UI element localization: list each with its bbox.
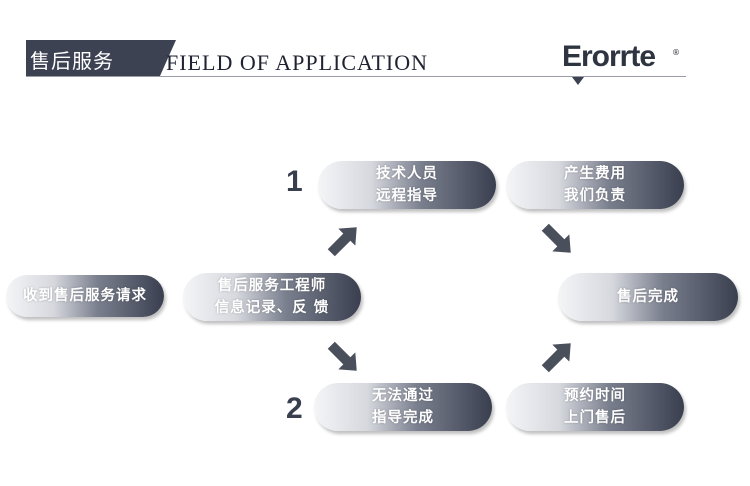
arrow-down-right-icon — [327, 341, 357, 371]
step-number-2: 2 — [286, 392, 303, 425]
arrow-up-right-icon — [327, 227, 357, 257]
arrow-up-right-icon — [541, 343, 571, 373]
node-fail-guidance: 无法通过 指导完成 — [314, 383, 492, 431]
node-fail-line2: 指导完成 — [372, 409, 434, 426]
node-cost-line1: 产生费用 — [564, 165, 626, 182]
step-number-1: 1 — [286, 165, 303, 198]
node-onsite-visit: 预约时间 上门售后 — [506, 383, 684, 431]
node-engineer-line1: 售后服务工程师 — [217, 277, 327, 294]
header-tab — [26, 40, 176, 76]
node-visit-line1: 预约时间 — [564, 387, 626, 404]
node-remote-line2: 远程指导 — [376, 187, 438, 204]
node-visit-line2: 上门售后 — [564, 409, 626, 426]
node-cost-line2: 我们负责 — [564, 187, 626, 204]
node-complete: 售后完成 — [558, 273, 738, 321]
node-engineer: 售后服务工程师 信息记录、反 馈 — [183, 273, 361, 321]
node-request: 收到售后服务请求 — [6, 275, 164, 317]
node-fail-line1: 无法通过 — [372, 387, 434, 404]
registered-mark: ® — [672, 48, 680, 57]
node-engineer-line2: 信息记录、反 馈 — [214, 299, 330, 316]
arrow-down-right-icon — [541, 223, 571, 253]
node-remote-guidance: 技术人员 远程指导 — [318, 161, 496, 209]
node-remote-line1: 技术人员 — [376, 165, 438, 182]
page-title: FIELD OF APPLICATION — [166, 50, 429, 75]
node-cost: 产生费用 我们负责 — [506, 161, 684, 209]
node-complete-label: 售后完成 — [617, 288, 679, 305]
header-tab-text: 售后服务 — [30, 49, 114, 73]
logo-pointer-icon — [572, 77, 584, 85]
header-divider — [26, 76, 686, 77]
node-request-label: 收到售后服务请求 — [23, 287, 147, 304]
brand-logo: Erorrte — [562, 40, 656, 73]
